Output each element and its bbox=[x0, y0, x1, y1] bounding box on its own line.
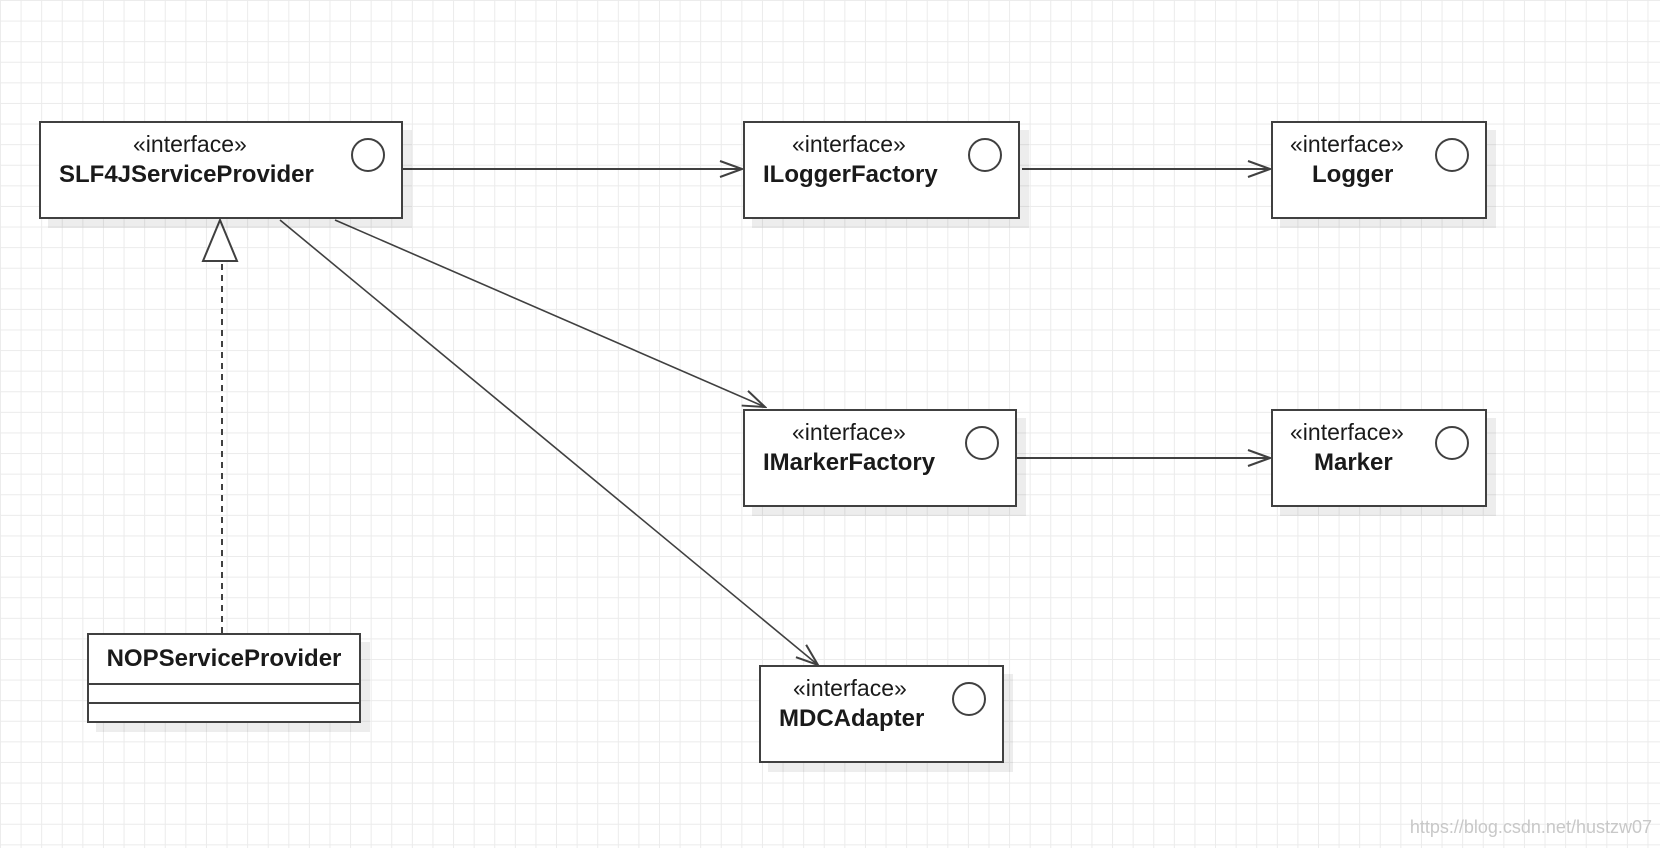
association-slf4j-to-mdcadapter bbox=[279, 219, 818, 665]
stereotype-label: «interface» bbox=[792, 419, 906, 445]
interface-slf4jserviceprovider[interactable]: «interface» SLF4JServiceProvider bbox=[39, 121, 403, 219]
interface-name: MDCAdapter bbox=[779, 705, 925, 732]
realization-triangle-head bbox=[201, 217, 239, 262]
interface-imarkerfactory[interactable]: «interface» IMarkerFactory bbox=[743, 409, 1017, 507]
interface-iloggerfactory[interactable]: «interface» ILoggerFactory bbox=[743, 121, 1020, 219]
stereotype-label: «interface» bbox=[133, 131, 247, 157]
attributes-compartment bbox=[89, 685, 359, 704]
interface-lollipop-icon bbox=[1435, 138, 1469, 172]
interface-lollipop-icon bbox=[968, 138, 1002, 172]
interface-name: SLF4JServiceProvider bbox=[59, 161, 314, 188]
interface-lollipop-icon bbox=[351, 138, 385, 172]
operations-compartment bbox=[89, 704, 359, 721]
association-slf4j-to-imarkerfactory bbox=[334, 219, 765, 407]
interface-lollipop-icon bbox=[952, 682, 986, 716]
interface-name: ILoggerFactory bbox=[763, 161, 938, 188]
stereotype-label: «interface» bbox=[1290, 131, 1404, 157]
stereotype-label: «interface» bbox=[792, 131, 906, 157]
interface-name: Marker bbox=[1314, 449, 1393, 476]
class-name: NOPServiceProvider bbox=[89, 635, 359, 685]
interface-lollipop-icon bbox=[965, 426, 999, 460]
interface-mdcadapter[interactable]: «interface» MDCAdapter bbox=[759, 665, 1004, 763]
interface-logger[interactable]: «interface» Logger bbox=[1271, 121, 1487, 219]
interface-name: IMarkerFactory bbox=[763, 449, 936, 476]
interface-marker[interactable]: «interface» Marker bbox=[1271, 409, 1487, 507]
interface-name: Logger bbox=[1312, 161, 1394, 188]
watermark-text: https://blog.csdn.net/hustzw07 bbox=[1409, 817, 1652, 837]
stereotype-label: «interface» bbox=[793, 675, 907, 701]
interface-lollipop-icon bbox=[1435, 426, 1469, 460]
stereotype-label: «interface» bbox=[1290, 419, 1404, 445]
class-nopserviceprovider[interactable]: NOPServiceProvider bbox=[87, 633, 361, 723]
